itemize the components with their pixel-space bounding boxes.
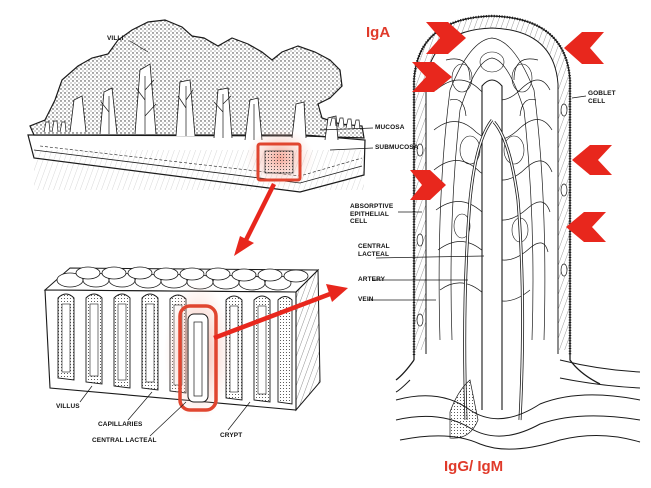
villi-block-detail <box>43 266 321 437</box>
iga-label: IgA <box>366 24 391 41</box>
villi-label: VILLI <box>107 35 124 42</box>
crypt-leader <box>227 401 251 431</box>
vein-label: VEIN <box>358 296 374 303</box>
highlight-box-bottom <box>178 304 218 412</box>
central-lacteal-leader <box>149 401 187 437</box>
capillaries-label: CAPILLARIES <box>98 421 143 428</box>
central-lacteal-label: CENTRAL LACTEAL <box>92 437 157 444</box>
submucosa-label: SUBMUCOSA <box>375 144 419 151</box>
chevron-arrow-icon <box>412 62 452 92</box>
mucosa-label: MUCOSA <box>375 124 405 131</box>
igg-igm-label: IgG/ IgM <box>444 458 504 475</box>
absorptive-cell-label: ABSORPTIVE EPITHELIAL CELL <box>350 203 394 225</box>
central-lacteal-right-leader <box>375 255 485 259</box>
villus-cross-section <box>368 14 641 450</box>
highlight-box-top <box>256 142 302 182</box>
crypt-label: CRYPT <box>220 432 243 439</box>
chevron-arrow-icon <box>572 145 612 175</box>
chevron-arrow-icon <box>426 22 466 54</box>
villus-label: VILLUS <box>56 403 80 410</box>
villi-leader <box>129 40 149 53</box>
chevron-arrow-icon <box>410 170 446 200</box>
intestinal-wall-overview <box>27 19 374 193</box>
goblet-cell-label: GOBLET CELL <box>588 90 616 105</box>
central-lacteal-right-label: CENTRAL LACTEAL <box>358 243 390 258</box>
chevron-arrow-icon <box>566 212 606 242</box>
villus-leader <box>79 385 93 403</box>
chevron-arrow-icon <box>564 32 604 64</box>
submucosa-leader <box>329 147 374 151</box>
capillaries-leader <box>127 391 153 421</box>
artery-label: ARTERY <box>358 276 386 283</box>
red-arrow-icon <box>234 182 277 256</box>
mucosa-leader <box>319 127 374 131</box>
goblet-cell-leader <box>571 95 587 99</box>
red-arrow-icon <box>213 284 348 341</box>
